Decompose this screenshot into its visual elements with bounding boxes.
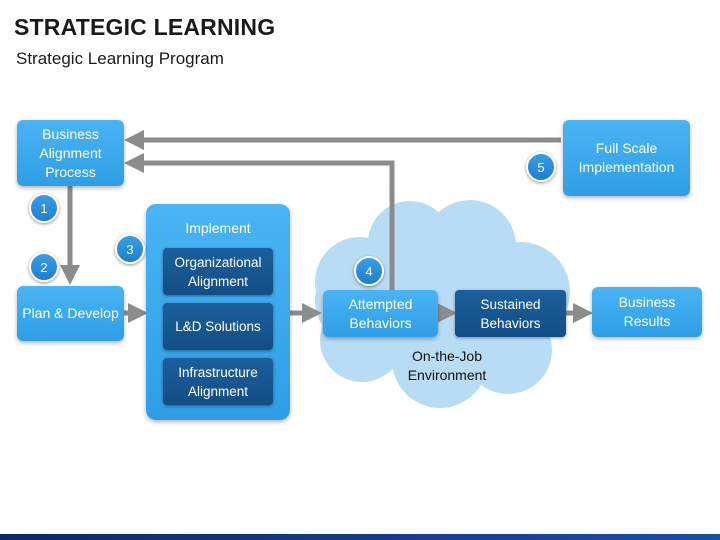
node-attempted-behaviors: Attempted Behaviors <box>323 290 438 337</box>
environment-label: On-the-Job Environment <box>407 348 487 383</box>
step-badge-3: 3 <box>115 234 145 264</box>
arrow-attempted-to-business-alignment <box>124 153 395 290</box>
step-badge-2: 2 <box>29 252 59 282</box>
step-badge-5: 5 <box>526 152 556 182</box>
footer-bar <box>0 534 720 540</box>
page-subtitle: Strategic Learning Program <box>16 49 224 68</box>
node-business-alignment: Business Alignment Process <box>17 120 124 186</box>
page-title: STRATEGIC LEARNING <box>14 14 276 40</box>
node-business-results: Business Results <box>592 287 702 337</box>
node-sustained-behaviors: Sustained Behaviors <box>455 290 566 337</box>
step-badge-1: 1 <box>29 193 59 223</box>
step-badge-4: 4 <box>354 256 384 286</box>
implement-title: Implement <box>185 220 251 236</box>
node-full-scale-implementation: Full Scale Implementation <box>563 120 690 196</box>
node-ld-solutions: L&D Solutions <box>163 303 273 350</box>
node-plan-develop: Plan & Develop <box>17 286 124 341</box>
node-infrastructure-alignment: Infrastructure Alignment <box>163 358 273 405</box>
node-organizational-alignment: Organizational Alignment <box>163 248 273 295</box>
